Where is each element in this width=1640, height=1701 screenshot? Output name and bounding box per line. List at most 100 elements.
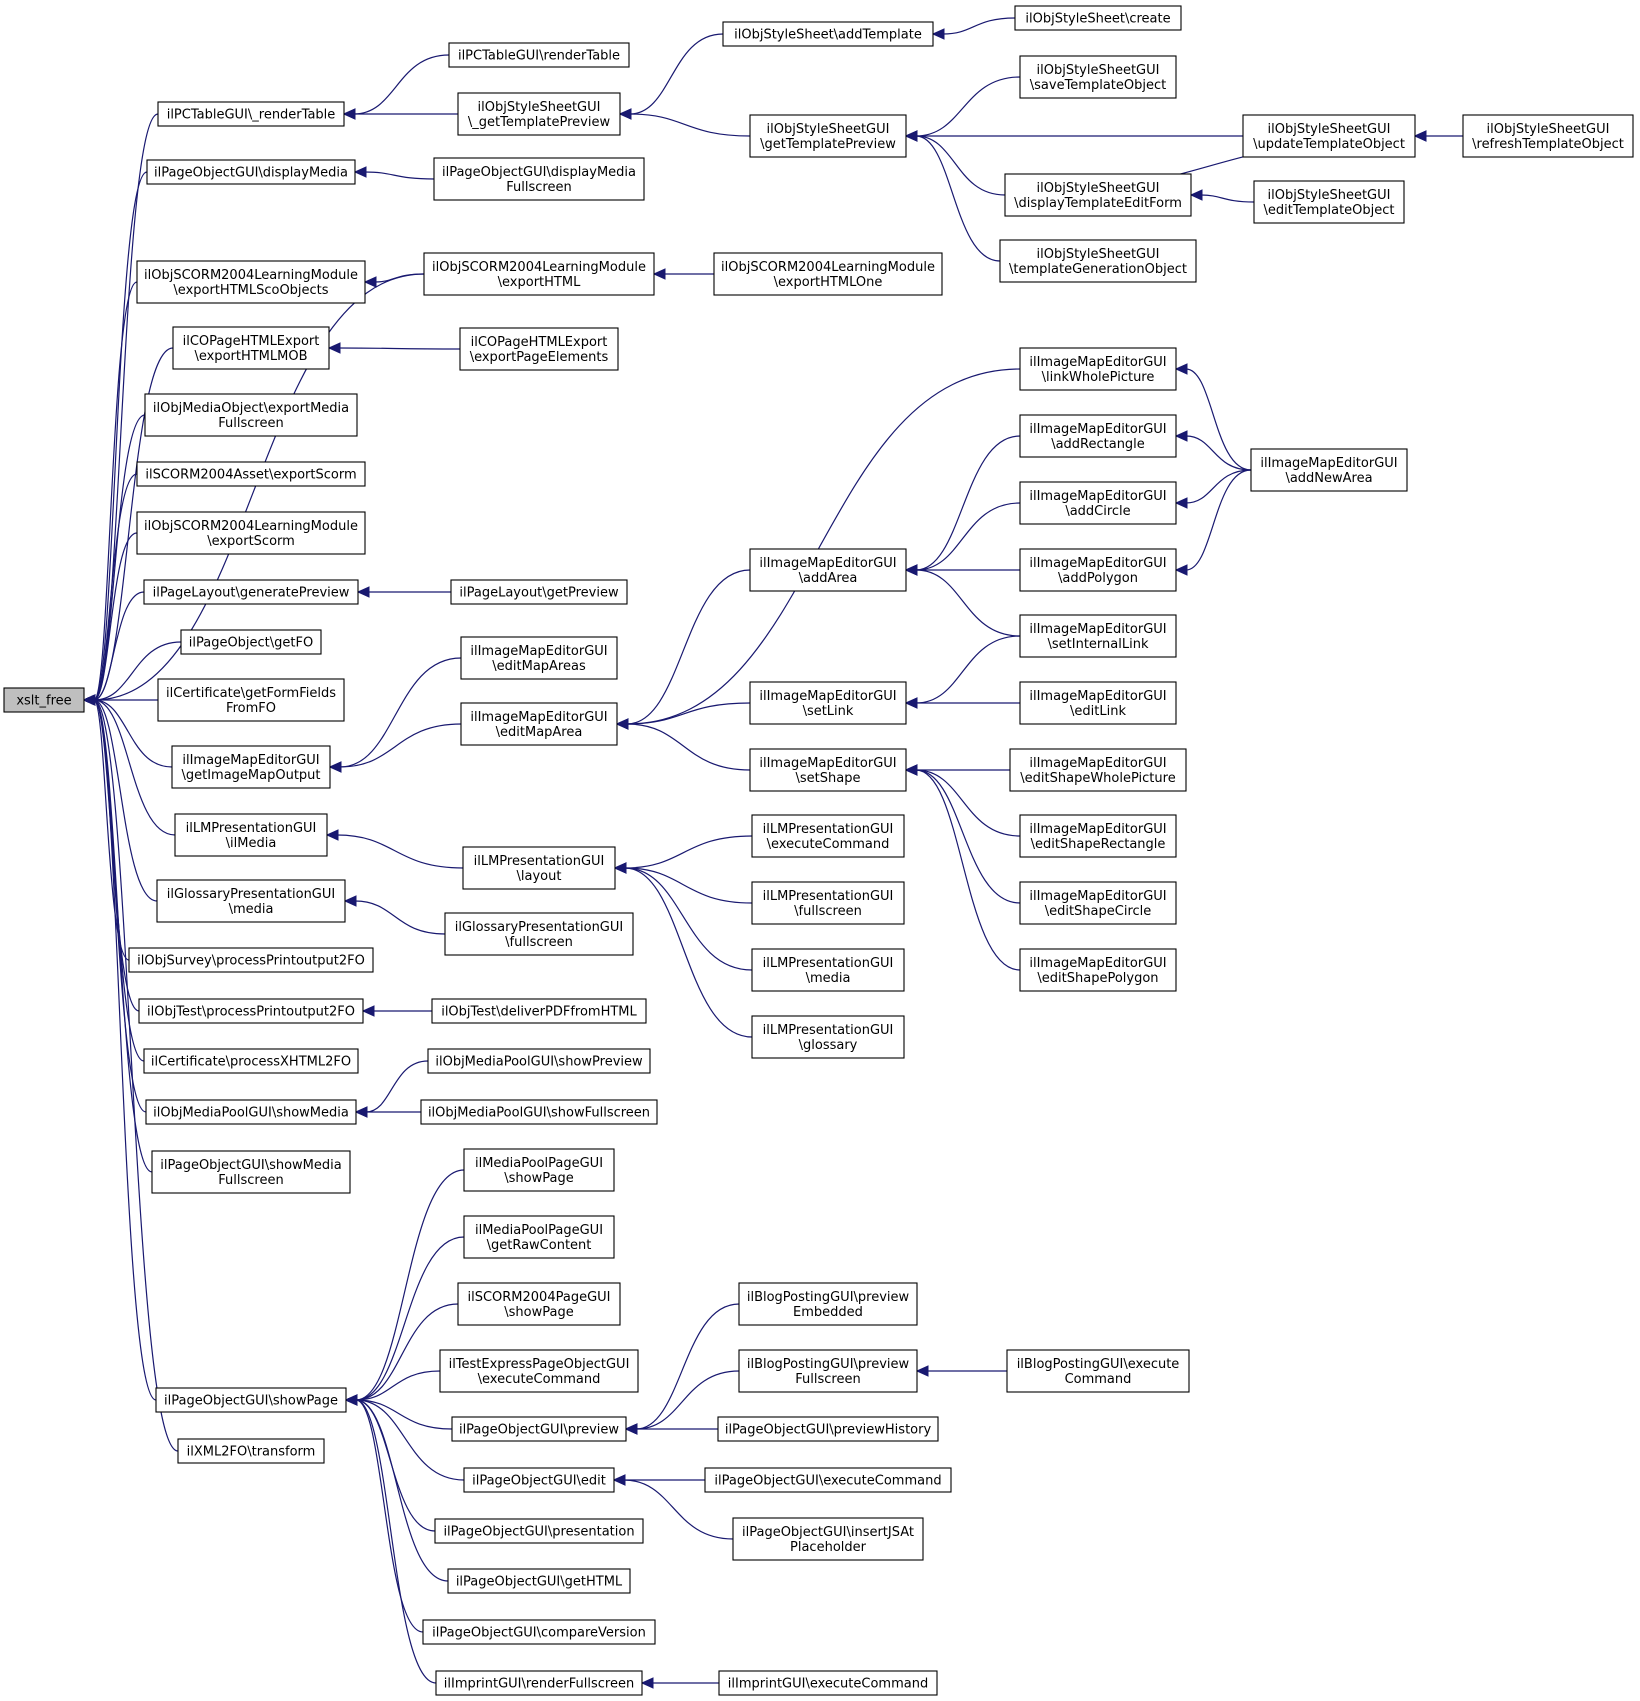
node-pagelayout-generatepreview[interactable]: ilPageLayout\generatePreview	[143, 579, 359, 605]
node-scormlm-exportscorm[interactable]: ilObjSCORM2004LearningModule\exportScorm	[136, 511, 366, 555]
node-glo-media[interactable]: ilGlossaryPresentationGUI\media	[156, 879, 346, 923]
edge-lmp-media-to-lmp-layout	[613, 862, 753, 971]
node-box	[722, 21, 934, 47]
node-xml2fo-transform[interactable]: ilXML2FO\transform	[177, 1438, 325, 1464]
node-lmp-glossary[interactable]: ilLMPresentationGUI\glossary	[751, 1015, 905, 1059]
node-box	[1019, 814, 1177, 858]
node-label-line: \saveTemplateObject	[1030, 78, 1166, 93]
node-pogui-presentation[interactable]: ilPageObjectGUI\presentation	[434, 1518, 644, 1544]
node-label-line: \setLink	[803, 704, 854, 719]
node-survey-processprintoutput2fo[interactable]: ilObjSurvey\processPrintoutput2FO	[128, 947, 374, 973]
node-stylesheet-create[interactable]: ilObjStyleSheet\create	[1014, 5, 1182, 31]
edge-ime-setshape-to-ime-editmaparea	[615, 718, 751, 771]
node-box	[174, 813, 328, 857]
edge-test-deliverpdffromhtml-to-test-processprintoutput2fo	[361, 1005, 433, 1017]
node-ime-getimagemapoutput[interactable]: ilImageMapEditorGUI\getImageMapOutput	[171, 745, 331, 789]
node-scormasset-exportscorm[interactable]: ilSCORM2004Asset\exportScorm	[136, 461, 366, 487]
node-pogui-preview[interactable]: ilPageObjectGUI\preview	[451, 1416, 627, 1442]
node-pogui-showpage[interactable]: ilPageObjectGUI\showPage	[155, 1387, 347, 1413]
node-scormpage-showpage[interactable]: ilSCORM2004PageGUI\showPage	[457, 1282, 621, 1326]
node-scorm-exporthtmlone[interactable]: ilObjSCORM2004LearningModule\exportHTMLO…	[713, 252, 943, 296]
node-box	[1019, 948, 1177, 992]
node-pctablegui-rendertable[interactable]: ilPCTableGUI\renderTable	[448, 42, 630, 68]
node-styl-edittemplateobject[interactable]: ilObjStyleSheetGUI\editTemplateObject	[1253, 180, 1405, 224]
edge-scorm-exporthtmlscoobjects-to-xslt-free	[82, 281, 138, 706]
node-lmp-layout[interactable]: ilLMPresentationGUI\layout	[462, 846, 616, 890]
node-ime-setshape[interactable]: ilImageMapEditorGUI\setShape	[749, 748, 907, 792]
node-stylesheet-addtemplate[interactable]: ilObjStyleSheet\addTemplate	[722, 21, 934, 47]
node-label-line: ilObjMediaPoolGUI\showFullscreen	[428, 1106, 650, 1121]
node-pogui-previewhistory[interactable]: ilPageObjectGUI\previewHistory	[717, 1416, 939, 1442]
node-label-line: ilImageMapEditorGUI	[759, 689, 896, 704]
node-test-processprintoutput2fo[interactable]: ilObjTest\processPrintoutput2FO	[138, 998, 364, 1024]
node-cert-processxhtml2fo[interactable]: ilCertificate\processXHTML2FO	[143, 1048, 359, 1074]
node-mpp-showpage[interactable]: ilMediaPoolPageGUI\showPage	[463, 1148, 615, 1192]
node-ime-editshapecircle[interactable]: ilImageMapEditorGUI\editShapeCircle	[1019, 881, 1177, 925]
node-ime-addpolygon[interactable]: ilImageMapEditorGUI\addPolygon	[1019, 548, 1177, 592]
node-ime-editshapepolygon[interactable]: ilImageMapEditorGUI\editShapePolygon	[1019, 948, 1177, 992]
node-ime-addnewarea[interactable]: ilImageMapEditorGUI\addNewArea	[1250, 448, 1408, 492]
node-imprint-executecommand[interactable]: ilImprintGUI\executeCommand	[718, 1670, 938, 1696]
node-ime-editlink[interactable]: ilImageMapEditorGUI\editLink	[1019, 681, 1177, 725]
node-scorm-exporthtmlscoobjects[interactable]: ilObjSCORM2004LearningModule\exportHTMLS…	[136, 260, 366, 304]
node-pctable-rendertable[interactable]: ilPCTableGUI\_renderTable	[157, 101, 345, 127]
node-styl-displaytemplateeditform[interactable]: ilObjStyleSheetGUI\displayTemplateEditFo…	[1004, 173, 1192, 217]
node-box	[434, 1518, 644, 1544]
node-styl-templategenerationobject[interactable]: ilObjStyleSheetGUI\templateGenerationObj…	[999, 239, 1197, 283]
node-scorm-exporthtml[interactable]: ilObjSCORM2004LearningModule\exportHTML	[423, 252, 655, 296]
node-ime-addrectangle[interactable]: ilImageMapEditorGUI\addRectangle	[1019, 414, 1177, 458]
node-pogui-edit[interactable]: ilPageObjectGUI\edit	[463, 1467, 615, 1493]
node-label-line: ilImageMapEditorGUI	[1029, 422, 1166, 437]
node-ime-setinternallink[interactable]: ilImageMapEditorGUI\setInternalLink	[1019, 614, 1177, 658]
node-ime-editshapewholepicture[interactable]: ilImageMapEditorGUI\editShapeWholePictur…	[1009, 748, 1187, 792]
node-styl-gettemplatepreview[interactable]: ilObjStyleSheetGUI\getTemplatePreview	[749, 114, 907, 158]
node-mep-showmedia[interactable]: ilObjMediaPoolGUI\showMedia	[145, 1099, 357, 1125]
node-test-deliverpdffromhtml[interactable]: ilObjTest\deliverPDFfromHTML	[431, 998, 647, 1024]
node-pogui-displaymedia[interactable]: ilPageObjectGUI\displayMedia	[146, 159, 356, 185]
arrowhead	[82, 694, 96, 706]
node-box	[1019, 881, 1177, 925]
node-xslt-free[interactable]: xslt_free	[3, 687, 85, 713]
node-styl-gettemplatepreview-priv[interactable]: ilObjStyleSheetGUI\_getTemplatePreview	[457, 92, 621, 136]
node-styl-refreshtemplateobject[interactable]: ilObjStyleSheetGUI\refreshTemplateObject	[1462, 114, 1634, 158]
node-ime-editmaparea[interactable]: ilImageMapEditorGUI\editMapArea	[460, 702, 618, 746]
node-mep-showfullscreen[interactable]: ilObjMediaPoolGUI\showFullscreen	[420, 1099, 658, 1125]
node-lmp-fullscreen[interactable]: ilLMPresentationGUI\fullscreen	[751, 881, 905, 925]
node-pagelayout-getpreview[interactable]: ilPageLayout\getPreview	[450, 579, 628, 605]
node-blog-executecommand[interactable]: ilBlogPostingGUI\executeCommand	[1006, 1349, 1190, 1393]
node-ime-addcircle[interactable]: ilImageMapEditorGUI\addCircle	[1019, 481, 1177, 525]
node-lmp-media[interactable]: ilLMPresentationGUI\media	[751, 948, 905, 992]
node-mpp-getrawcontent[interactable]: ilMediaPoolPageGUI\getRawContent	[463, 1215, 615, 1259]
node-box	[431, 998, 647, 1024]
node-styl-savetemplateobject[interactable]: ilObjStyleSheetGUI\saveTemplateObject	[1019, 55, 1177, 99]
node-box	[457, 1282, 621, 1326]
node-pogui-executecommand[interactable]: ilPageObjectGUI\executeCommand	[704, 1467, 952, 1493]
node-label-line: \exportHTMLScoObjects	[173, 283, 328, 298]
node-imprint-renderfullscreen[interactable]: ilImprintGUI\renderFullscreen	[435, 1670, 643, 1696]
node-copage-exportpageelements[interactable]: ilCOPageHTMLExport\exportPageElements	[459, 327, 619, 371]
node-ime-editshaperectangle[interactable]: ilImageMapEditorGUI\editShapeRectangle	[1019, 814, 1177, 858]
node-ime-addarea[interactable]: ilImageMapEditorGUI\addArea	[749, 548, 907, 592]
node-pogui-gethtml[interactable]: ilPageObjectGUI\getHTML	[447, 1568, 631, 1594]
node-tepo-executecommand[interactable]: ilTestExpressPageObjectGUI\executeComman…	[439, 1349, 639, 1393]
node-styl-updatetemplateobject[interactable]: ilObjStyleSheetGUI\updateTemplateObject	[1242, 114, 1416, 158]
node-ime-editmapareas[interactable]: ilImageMapEditorGUI\editMapAreas	[460, 636, 618, 680]
node-ime-setlink[interactable]: ilImageMapEditorGUI\setLink	[749, 681, 907, 725]
node-glo-fullscreen[interactable]: ilGlossaryPresentationGUI\fullscreen	[444, 912, 634, 956]
node-lmp-ilmedia[interactable]: ilLMPresentationGUI\ilMedia	[174, 813, 328, 857]
node-copage-exporthtmlmob[interactable]: ilCOPageHTMLExport\exportHTMLMOB	[172, 326, 330, 370]
node-ime-linkwholepicture[interactable]: ilImageMapEditorGUI\linkWholePicture	[1019, 347, 1177, 391]
node-pageobject-getfo[interactable]: ilPageObject\getFO	[180, 629, 322, 655]
node-pogui-compareversion[interactable]: ilPageObjectGUI\compareVersion	[422, 1619, 656, 1645]
node-lmp-executecommand[interactable]: ilLMPresentationGUI\executeCommand	[751, 814, 905, 858]
arrowhead	[904, 697, 918, 709]
node-mep-showpreview[interactable]: ilObjMediaPoolGUI\showPreview	[427, 1048, 651, 1074]
node-label-line: ilImageMapEditorGUI	[1260, 456, 1397, 471]
